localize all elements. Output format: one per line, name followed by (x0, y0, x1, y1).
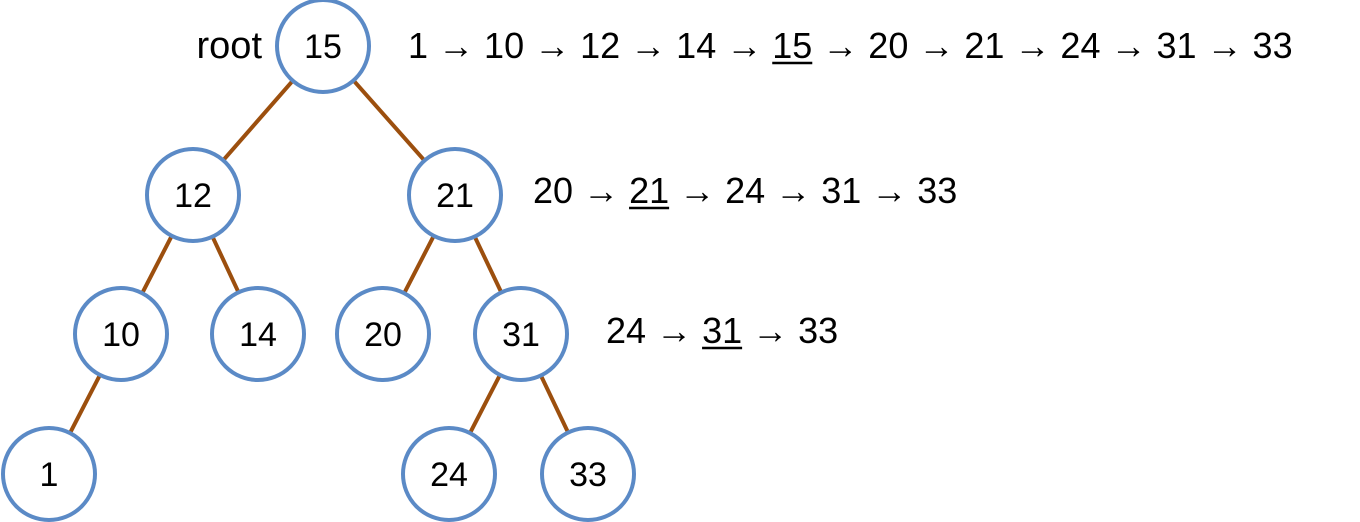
node-value: 12 (174, 177, 212, 215)
tree-edge-n15-n12 (221, 78, 295, 163)
sequence-item: 21 (964, 25, 1004, 66)
tree-edge-n31-n33 (538, 373, 571, 435)
node-circle (401, 426, 497, 522)
node-value: 20 (364, 316, 402, 354)
node-value: 24 (430, 456, 468, 494)
node-circle (73, 286, 169, 382)
sequence-item: 12 (580, 25, 620, 66)
arrow-icon: → (908, 25, 964, 66)
sequence-item: 24 (725, 170, 765, 211)
tree-edge-n31-n24 (468, 372, 502, 436)
sequence-item: 1 (408, 25, 428, 66)
sequence-item: 31 (1156, 25, 1196, 66)
tree-edge-n12-n14 (210, 234, 241, 295)
sequence-seq-root: 1 → 10 → 12 → 14 → 15 → 20 → 21 → 24 → 3… (408, 25, 1293, 66)
sequence-item: 33 (917, 170, 957, 211)
tree-node-33: 33 (540, 426, 636, 522)
arrow-icon: → (1197, 25, 1253, 66)
node-circle (275, 0, 371, 94)
arrow-icon: → (428, 25, 484, 66)
tree-node-31: 31 (473, 286, 569, 382)
node-circle (335, 286, 431, 382)
arrow-icon: → (812, 25, 868, 66)
arrow-icon: → (646, 310, 702, 351)
sequence-item: 31 (821, 170, 861, 211)
tree-edges (68, 78, 571, 436)
sequence-item-highlighted: 21 (629, 170, 669, 211)
sequence-item: 20 (533, 170, 573, 211)
tree-node-15: 15 (275, 0, 371, 94)
node-circle (407, 147, 503, 243)
tree-edge-n12-n10 (140, 233, 174, 296)
sequence-item: 33 (798, 310, 838, 351)
arrow-icon: → (1100, 25, 1156, 66)
sequence-item: 24 (1060, 25, 1100, 66)
sequence-item: 33 (1253, 25, 1293, 66)
node-value: 33 (569, 456, 607, 494)
arrow-icon: → (669, 170, 725, 211)
tree-edge-n21-n31 (472, 234, 504, 295)
node-value: 21 (436, 177, 474, 215)
node-circle (540, 426, 636, 522)
node-value: 31 (502, 316, 540, 354)
sequence-item-highlighted: 31 (702, 310, 742, 351)
tree-node-20: 20 (335, 286, 431, 382)
arrow-icon: → (524, 25, 580, 66)
node-value: 14 (239, 316, 277, 354)
sequence-item: 14 (676, 25, 716, 66)
tree-edge-n15-n21 (351, 78, 427, 163)
sequence-seq-31: 24 → 31 → 33 (606, 310, 838, 351)
arrow-icon: → (1004, 25, 1060, 66)
sequence-annotations: 1 → 10 → 12 → 14 → 15 → 20 → 21 → 24 → 3… (408, 25, 1293, 351)
node-circle (145, 147, 241, 243)
arrow-icon: → (742, 310, 798, 351)
node-value: 15 (304, 28, 342, 66)
arrow-icon: → (765, 170, 821, 211)
tree-nodes: 15 12 21 10 14 20 31 1 24 33 (1, 0, 636, 522)
node-value: 10 (102, 316, 140, 354)
sequence-item: 10 (484, 25, 524, 66)
arrow-icon: → (861, 170, 917, 211)
arrow-icon: → (716, 25, 772, 66)
root-label: root (197, 25, 263, 67)
tree-edge-n10-n1 (68, 372, 102, 436)
tree-node-1: 1 (1, 426, 97, 522)
arrow-icon: → (573, 170, 629, 211)
arrow-icon: → (620, 25, 676, 66)
sequence-item: 24 (606, 310, 646, 351)
tree-edge-n21-n20 (402, 233, 436, 296)
node-circle (210, 286, 306, 382)
sequence-item: 20 (868, 25, 908, 66)
node-circle (1, 426, 97, 522)
node-circle (473, 286, 569, 382)
sequence-seq-21: 20 → 21 → 24 → 31 → 33 (533, 170, 957, 211)
tree-node-10: 10 (73, 286, 169, 382)
tree-node-12: 12 (145, 147, 241, 243)
tree-node-24: 24 (401, 426, 497, 522)
tree-node-14: 14 (210, 286, 306, 382)
node-value: 1 (40, 456, 59, 494)
sequence-item-highlighted: 15 (772, 25, 812, 66)
tree-node-21: 21 (407, 147, 503, 243)
